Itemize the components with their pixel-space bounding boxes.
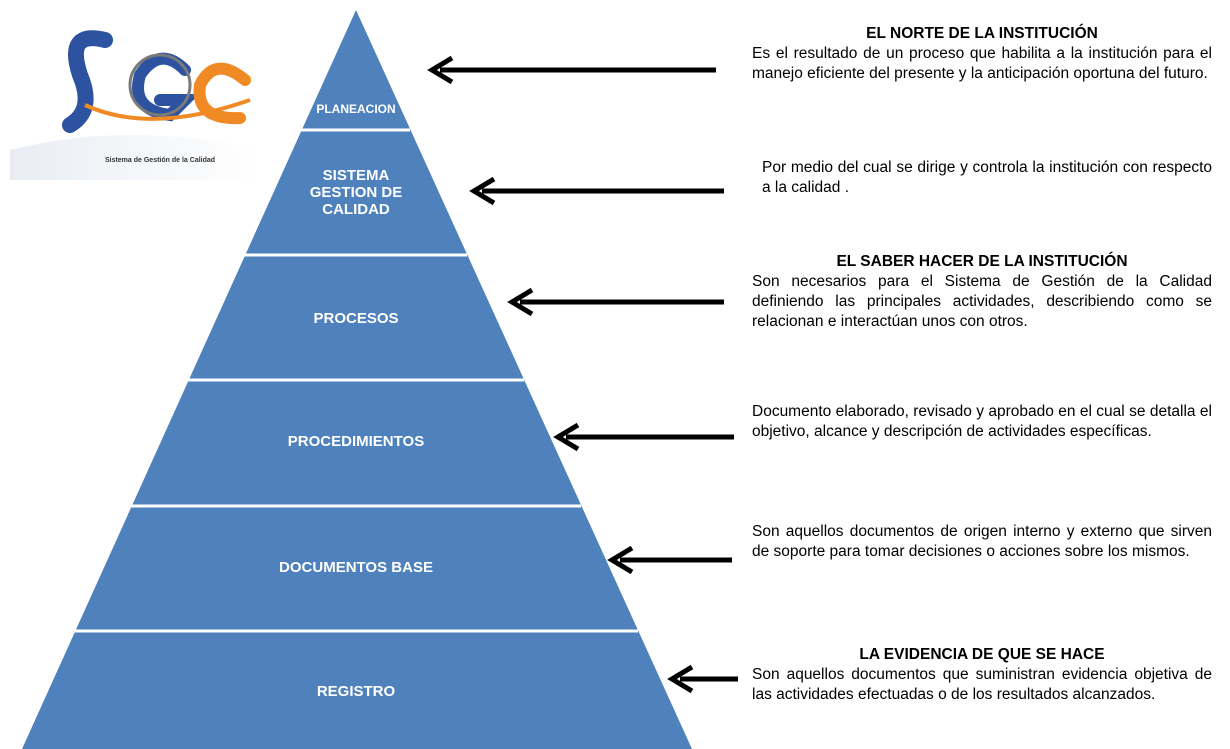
level-label-procesos: PROCESOS (313, 310, 399, 327)
description-block: LA EVIDENCIA DE QUE SE HACE Son aquellos… (752, 645, 1212, 705)
level-label-documentos-base: DOCUMENTOS BASE (279, 559, 433, 576)
level-label-registro: REGISTRO (316, 683, 396, 700)
level-label-planeacion: PLANEACION (316, 102, 396, 116)
arrow-icon (607, 545, 732, 575)
description-text: Documento elaborado, revisado y aprobado… (752, 403, 1212, 440)
description-text: Por medio del cual se dirige y controla … (762, 159, 1212, 196)
description-text: Son aquellos documentos que suministran … (752, 666, 1212, 703)
description-block: Son aquellos documentos de origen intern… (752, 522, 1212, 562)
description-block: EL NORTE DE LA INSTITUCIÓN Es el resulta… (752, 24, 1212, 84)
arrow-icon (553, 422, 734, 452)
arrow-icon (427, 55, 716, 85)
arrow-icon (667, 664, 738, 694)
arrow-icon (469, 176, 724, 206)
level-label-procedimientos: PROCEDIMIENTOS (287, 433, 425, 450)
description-title: EL NORTE DE LA INSTITUCIÓN (866, 25, 1098, 42)
sgc-logo: Sistema de Gestión de la Calidad (10, 30, 260, 180)
arrow-icon (507, 287, 724, 317)
description-block: Documento elaborado, revisado y aprobado… (752, 402, 1212, 442)
level-label-sistema-gestion-calidad: SISTEMA GESTION DE CALIDAD (309, 167, 403, 218)
description-text: Es el resultado de un proceso que habili… (752, 45, 1212, 82)
svg-text:Sistema de Gestión de la Calid: Sistema de Gestión de la Calidad (105, 157, 215, 164)
description-block: Por medio del cual se dirige y controla … (762, 158, 1212, 198)
description-title: EL SABER HACER DE LA INSTITUCIÓN (836, 253, 1128, 270)
description-text: Son necesarios para el Sistema de Gestió… (752, 273, 1212, 330)
description-title: LA EVIDENCIA DE QUE SE HACE (859, 646, 1105, 663)
description-text: Son aquellos documentos de origen intern… (752, 523, 1212, 560)
description-block: EL SABER HACER DE LA INSTITUCIÓN Son nec… (752, 252, 1212, 332)
